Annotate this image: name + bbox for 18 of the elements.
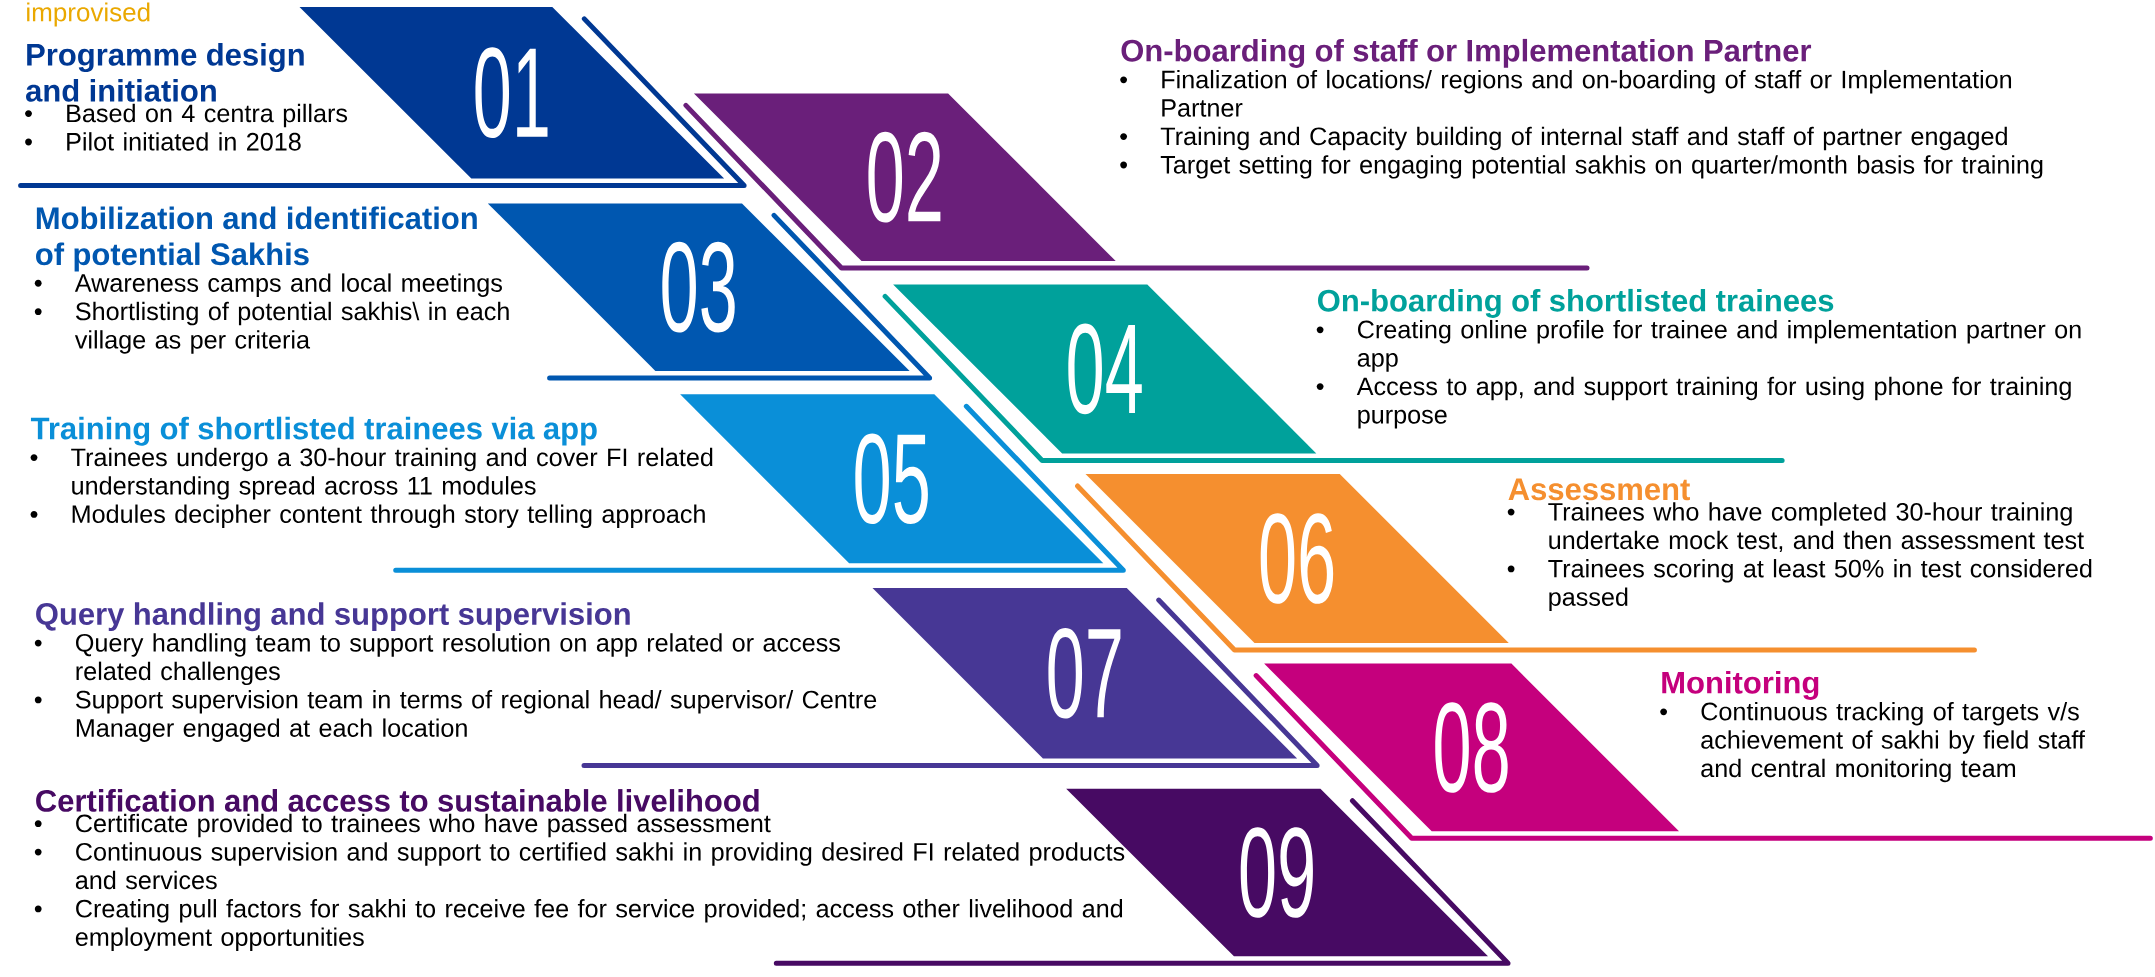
bullet-point: Training and Capacity building of internal staff and staff of partner engaged — [1120, 126, 2007, 151]
bullet-point: Finalization of locations/ regions and on-boarding of staff or Implementation Partner — [1120, 69, 2011, 117]
step-heading: On-boarding of shortlisted trainees — [1318, 288, 1834, 318]
bullet-point: Creating online profile for trainee and implementation partner on app — [1316, 319, 2081, 372]
bullet-point: Trainees who have completed 30-hour training undertake mock test, and then assessment test — [1507, 502, 2084, 553]
bullet-point: Query handling team to support resolution on app related or access related challenges — [34, 633, 840, 686]
step-heading: On-boarding of staff or Implementation Partner — [1121, 38, 1812, 68]
step-heading: Certification and access to sustainable livelihood — [36, 789, 759, 812]
step-heading: Mobilization and identification of potential Sakhis — [36, 206, 477, 272]
page-title: improvised — [27, 2, 150, 27]
step-heading: Assessment — [1508, 478, 1690, 501]
bullet-point: Certificate provided to trainees who have passed assessment — [34, 813, 771, 838]
bullet-point: Pilot initiated in 2018 — [25, 132, 301, 151]
step-heading: Training of shortlisted trainees via app — [30, 416, 597, 446]
step-heading: Query handling and support supervision — [36, 602, 630, 632]
bullet-point: Access to app, and support training for using phone for training purpose — [1316, 376, 2071, 429]
bullet-point: Trainees scoring at least 50% in test considered passed — [1507, 559, 2092, 611]
bullet-point: Target setting for engaging potential sakhis on quarter/month basis for training — [1120, 155, 2043, 179]
